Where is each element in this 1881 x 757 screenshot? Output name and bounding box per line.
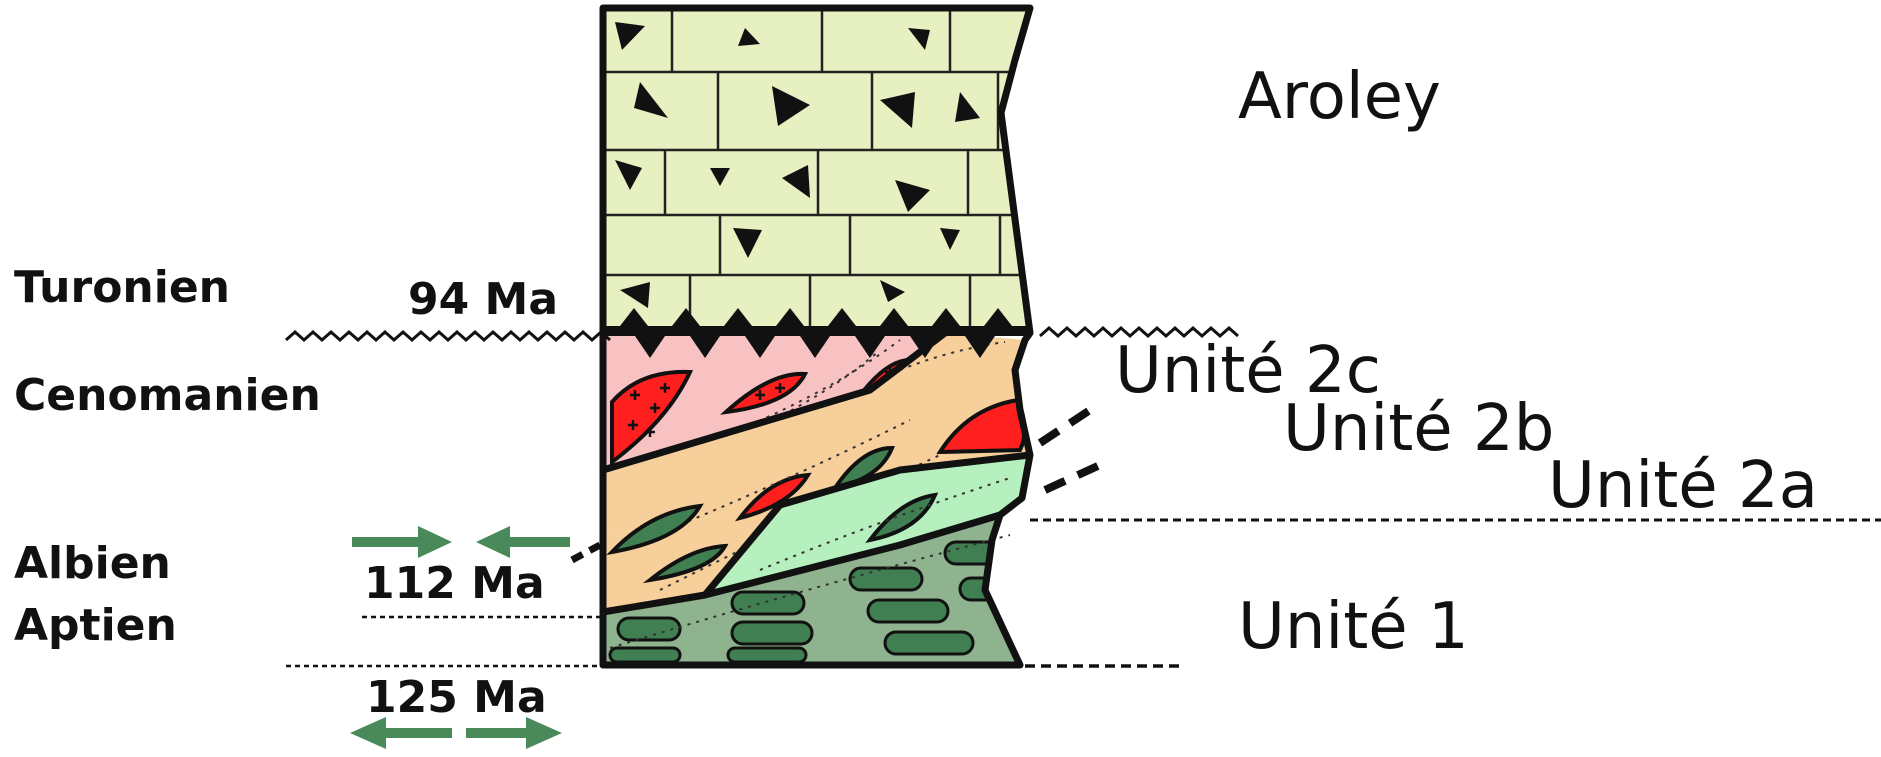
stage-cenomanien: Cenomanien: [14, 370, 321, 421]
aroley-limestone-layer: [603, 8, 1040, 333]
dash-2a-extension: [1045, 465, 1100, 490]
stage-aptien: Aptien: [14, 600, 177, 651]
age-112-ma: 112 Ma: [364, 558, 545, 609]
dash-2b-extension: [1040, 410, 1090, 443]
unit-2a: Unité 2a: [1548, 449, 1818, 523]
compression-arrows: [352, 526, 570, 558]
age-125-ma: 125 Ma: [366, 672, 547, 723]
unit-aroley: Aroley: [1238, 60, 1441, 134]
arrow-left-icon: [476, 526, 570, 558]
stage-labels: Turonien Cenomanien Albien Aptien: [14, 262, 321, 651]
age-labels: 94 Ma 112 Ma 125 Ma: [364, 274, 558, 723]
stage-turonien: Turonien: [14, 262, 230, 313]
arrow-right-icon: [352, 526, 452, 558]
stage-albien: Albien: [14, 538, 171, 589]
aroley-fill: [603, 8, 1030, 333]
unit-labels: Aroley Unité 2c Unité 2b Unité 2a Unité …: [1115, 60, 1818, 664]
unit-1: Unité 1: [1238, 590, 1469, 664]
age-94-ma: 94 Ma: [408, 274, 558, 325]
dash-albien-extension: [572, 545, 600, 560]
unit-2b: Unité 2b: [1283, 392, 1554, 466]
